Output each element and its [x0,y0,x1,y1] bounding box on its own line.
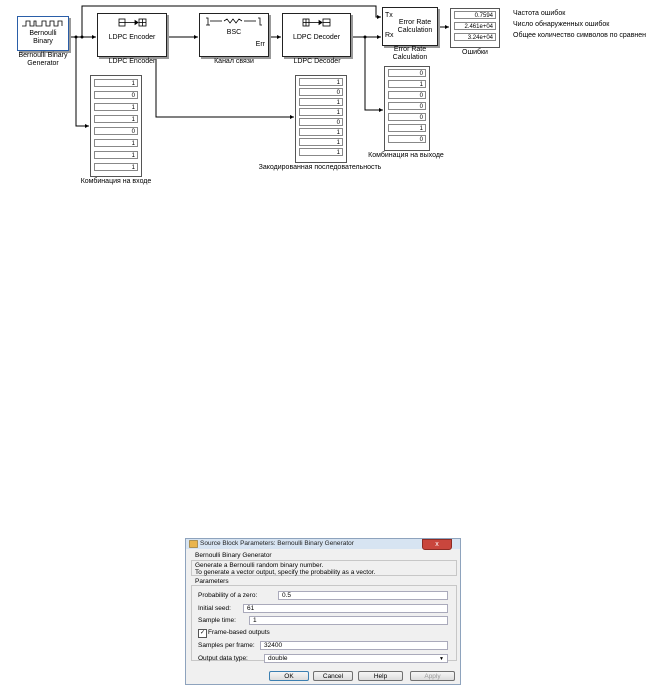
symbols-compared-value: 3.24e+04 [454,33,496,41]
encoded-value: 0 [299,88,343,96]
apply-button[interactable]: Apply [410,671,455,681]
bernoulli-caption-2: Generator [27,60,59,67]
error-label-count: Число обнаруженных ошибок [513,21,610,28]
output-dtype-label: Output data type: [198,655,248,662]
output-display[interactable]: 0 1 0 0 0 1 0 [384,66,430,151]
decoder-text: LDPC Decoder [292,34,341,41]
output-value: 1 [388,80,426,88]
error-rate-caption-2: Calculation [392,54,428,61]
output-value: 0 [388,91,426,99]
errors-detected-value: 2.461e+04 [454,22,496,30]
initial-seed-input[interactable]: 61 [243,604,448,613]
dialog-title: Source Block Parameters: Bernoulli Binar… [200,540,354,547]
bsc-text: BSC [226,29,242,36]
output-dtype-select[interactable]: double ▼ [264,654,448,663]
encoded-value: 1 [299,108,343,116]
encoder-caption: LDPC Encoder [108,58,156,65]
decoder-caption: LDPC Decoder [293,58,341,65]
bernoulli-generator-block[interactable]: Bernoulli Binary [17,16,69,51]
bernoulli-caption-1: Bernoulli Binary [18,52,68,59]
bsc-err-port: Err [255,41,265,48]
chevron-down-icon: ▼ [439,656,444,662]
input-value: 1 [94,163,138,171]
output-dtype-value: double [268,655,288,662]
bsc-icon [206,17,262,26]
input-value: 1 [94,115,138,123]
pulse-train-icon [22,20,63,27]
prob-zero-input[interactable]: 0.5 [278,591,448,600]
encoded-value: 1 [299,78,343,86]
dialog-titlebar[interactable]: Source Block Parameters: Bernoulli Binar… [186,539,460,550]
output-value: 0 [388,69,426,77]
output-value: 0 [388,102,426,110]
close-button[interactable]: x [422,539,452,550]
ok-button[interactable]: OK [269,671,309,681]
decoder-icon [302,18,331,27]
frame-based-checkbox[interactable]: ✓ [198,629,207,638]
rx-port: Rx [385,32,394,39]
initial-seed-label: Initial seed: [198,605,231,612]
bernoulli-line2: Binary [33,38,53,45]
sample-time-input[interactable]: 1 [249,616,448,625]
error-rate-caption-1: Error Rate [393,46,427,53]
parameters-section-title: Parameters [195,578,229,585]
simulink-icon [189,540,198,548]
bernoulli-line1: Bernoulli [29,30,57,37]
description-line2: To generate a vector output, specify the… [195,569,376,576]
description-line1: Generate a Bernoulli random binary numbe… [195,562,324,569]
bsc-channel-block[interactable]: BSC Err [199,13,269,57]
encoded-value: 0 [299,118,343,126]
input-value: 1 [94,103,138,111]
description-box: Generate a Bernoulli random binary numbe… [191,560,457,576]
help-button[interactable]: Help [358,671,403,681]
input-value: 0 [94,91,138,99]
error-rate-block[interactable]: Tx Rx Error Rate Calculation [382,7,438,46]
prob-zero-label: Probability of a zero: [198,592,258,599]
encoder-icon [118,18,147,27]
output-caption: Комбинация на выходе [368,152,444,159]
error-rate-line1: Error Rate [398,19,432,26]
encoded-value: 1 [299,128,343,136]
encoded-display[interactable]: 1 0 1 1 0 1 1 1 [295,75,347,163]
block-parameters-dialog: Source Block Parameters: Bernoulli Binar… [185,538,461,685]
ldpc-decoder-block[interactable]: LDPC Decoder [282,13,351,57]
input-value: 1 [94,151,138,159]
cancel-button[interactable]: Cancel [313,671,353,681]
tx-port: Tx [385,12,393,19]
bsc-caption: Канал связи [214,58,254,65]
errors-caption: Ошибки [462,49,488,56]
encoded-value: 1 [299,138,343,146]
error-rate-value: 0.7594 [454,11,496,19]
encoded-value: 1 [299,98,343,106]
input-value: 1 [94,79,138,87]
input-value: 0 [94,127,138,135]
input-display[interactable]: 1 0 1 1 0 1 1 1 [90,75,142,177]
encoded-caption: Закодированная последовательность [258,164,382,171]
block-name: Bernoulli Binary Generator [195,552,272,559]
input-caption: Комбинация на входе [80,178,152,185]
output-value: 0 [388,135,426,143]
ldpc-encoder-block[interactable]: LDPC Encoder [97,13,167,57]
encoded-value: 1 [299,148,343,156]
output-value: 1 [388,124,426,132]
error-rate-line2: Calculation [397,27,433,34]
sample-time-label: Sample time: [198,617,236,624]
input-value: 1 [94,139,138,147]
frame-based-label: Frame-based outputs [208,629,270,636]
errors-display[interactable]: 0.7594 2.461e+04 3.24e+04 [450,8,500,48]
output-value: 0 [388,113,426,121]
samples-per-frame-label: Samples per frame: [198,642,255,649]
error-label-total: Общее количество символов по сравнен [513,32,647,39]
samples-per-frame-input[interactable]: 32400 [260,641,448,650]
encoder-text: LDPC Encoder [108,34,156,41]
error-label-rate: Частота ошибок [513,10,566,17]
